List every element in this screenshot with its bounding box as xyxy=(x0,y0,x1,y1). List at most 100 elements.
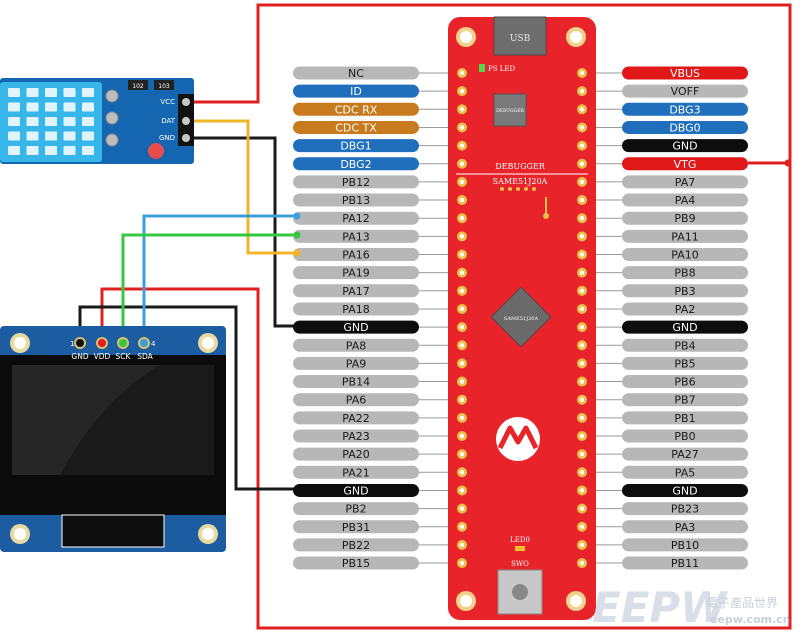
pin-label-text: PA8 xyxy=(346,339,366,352)
header-pad-hole xyxy=(459,107,465,112)
pin-label-bar xyxy=(622,193,748,207)
debugger-chip-label: DEBUGGER xyxy=(496,108,524,114)
pin-label-bar xyxy=(293,538,419,552)
sensor-vent-slot xyxy=(63,102,76,112)
header-pad-hole xyxy=(579,252,585,257)
pin-label-text: PA5 xyxy=(675,466,695,479)
left-pin-pa9-16: PA9 xyxy=(293,356,462,370)
left-pin-pa18-13: PA18 xyxy=(293,302,462,316)
header-pad-hole xyxy=(459,524,465,529)
header-pad-hole xyxy=(459,252,465,257)
pin-label-bar xyxy=(293,84,419,98)
pin-label-bar xyxy=(622,320,748,334)
right-pin-vbus-0: VBUS xyxy=(582,66,748,80)
mcu-label: SAME51J20A xyxy=(493,177,548,186)
header-pad-hole xyxy=(579,470,585,475)
header-pad-hole xyxy=(459,433,465,439)
sensor-hole-2 xyxy=(105,111,119,125)
pin-label-bar xyxy=(293,393,419,407)
sensor-vent-slot xyxy=(45,88,57,97)
led0-label: LED0 xyxy=(510,536,530,544)
ps-led xyxy=(479,64,485,72)
pin-label-bar xyxy=(293,338,419,352)
header-pad-hole xyxy=(459,451,465,457)
pin-label-text: PB1 xyxy=(674,412,695,425)
left-pin-pb31-25: PB31 xyxy=(293,520,462,534)
sensor-vent-slot xyxy=(45,146,57,155)
pin-label-text: PB13 xyxy=(342,194,370,207)
header-pad-hole xyxy=(579,125,585,130)
wire-vbus-sensor xyxy=(192,3,792,163)
sensor-vent-slot xyxy=(8,102,20,112)
mcu-chip-label: SAME51J20A xyxy=(504,316,539,322)
pin-label-bar xyxy=(293,320,419,334)
pin-label-bar xyxy=(293,193,419,207)
sensor-grid-vents xyxy=(8,88,94,155)
mcu-chip xyxy=(490,286,552,348)
wire-oled-sda xyxy=(142,214,295,340)
pin-label-text: PA16 xyxy=(342,249,369,262)
header-pad-hole xyxy=(579,397,585,402)
sensor-vent-slot xyxy=(63,131,76,141)
pin-label-bar xyxy=(293,483,419,497)
microchip-logo-icon xyxy=(496,417,540,461)
pin-label-text: PB8 xyxy=(674,267,695,280)
sensor-vent-slot xyxy=(8,88,20,97)
right-pin-dbg3-2: DBG3 xyxy=(582,102,748,116)
right-pin-pa11-9: PA11 xyxy=(582,229,748,243)
sensor-vent-slot xyxy=(63,88,76,97)
resistor-2-label: 103 xyxy=(158,83,170,90)
pin-label-text: PA22 xyxy=(342,412,369,425)
resistor-2 xyxy=(154,80,174,90)
right-pin-pa10-10: PA10 xyxy=(582,248,748,262)
oled-pin-number-first: 1 xyxy=(70,340,74,348)
pin-label-text: PA9 xyxy=(346,357,366,370)
swo-label: SWO xyxy=(511,560,529,568)
header-pad-hole xyxy=(579,107,585,112)
header-pad-hole xyxy=(459,506,465,511)
pin-label-bar xyxy=(293,120,419,134)
pin-label-text: GND xyxy=(672,140,697,153)
pin-label-bar xyxy=(622,520,748,534)
pin-label-text: PA11 xyxy=(671,230,698,243)
right-pin-pb6-17: PB6 xyxy=(582,375,748,389)
curiosity-board: USB PS LED DEBUGGER DEBUGGER SAME51J20A … xyxy=(448,16,596,620)
pin-label-text: PB0 xyxy=(674,430,695,443)
oled-ribbon xyxy=(61,514,165,548)
header-pad-hole xyxy=(459,324,465,330)
right-pin-pa5-22: PA5 xyxy=(582,465,748,479)
debugger-chip xyxy=(493,93,527,127)
header-pad-hole xyxy=(579,542,585,548)
pin-label-text: PA10 xyxy=(671,249,698,262)
oled-pin-vdd: VDD xyxy=(94,352,111,361)
header-pad-hole xyxy=(459,125,465,130)
left-pin-cdc-rx-2: CDC RX xyxy=(293,102,462,116)
wire-sensor-gnd xyxy=(192,136,295,328)
pin-label-bar xyxy=(622,393,748,407)
header-pad-hole xyxy=(579,451,585,457)
pin-label-text: VBUS xyxy=(670,67,700,80)
right-pin-pb0-20: PB0 xyxy=(582,429,748,443)
header-pad-hole xyxy=(579,70,585,76)
header-pad-hole xyxy=(579,343,585,348)
pin-label-bar xyxy=(622,338,748,352)
pin-label-text: DBG3 xyxy=(669,103,700,116)
pin-label-text: VTG xyxy=(674,158,697,171)
right-pin-pb3-12: PB3 xyxy=(582,284,748,298)
pin-label-text: DBG1 xyxy=(340,140,371,153)
header-pad-hole xyxy=(579,488,585,493)
pin-label-bar xyxy=(622,266,748,280)
pin-label-text: PA18 xyxy=(342,303,369,316)
junction-pa13 xyxy=(293,231,301,239)
pin-label-bar xyxy=(622,175,748,189)
wire-sensor-dat xyxy=(192,119,295,255)
left-pin-gnd-14: GND xyxy=(293,320,462,334)
pin-label-bar xyxy=(622,157,748,171)
pin-label-bar xyxy=(622,229,748,243)
pin-label-bar xyxy=(622,102,748,116)
right-pin-pa7-6: PA7 xyxy=(582,175,748,189)
sensor-pin-vcc: VCC xyxy=(160,98,175,106)
resistor-1-label: 102 xyxy=(132,83,144,90)
